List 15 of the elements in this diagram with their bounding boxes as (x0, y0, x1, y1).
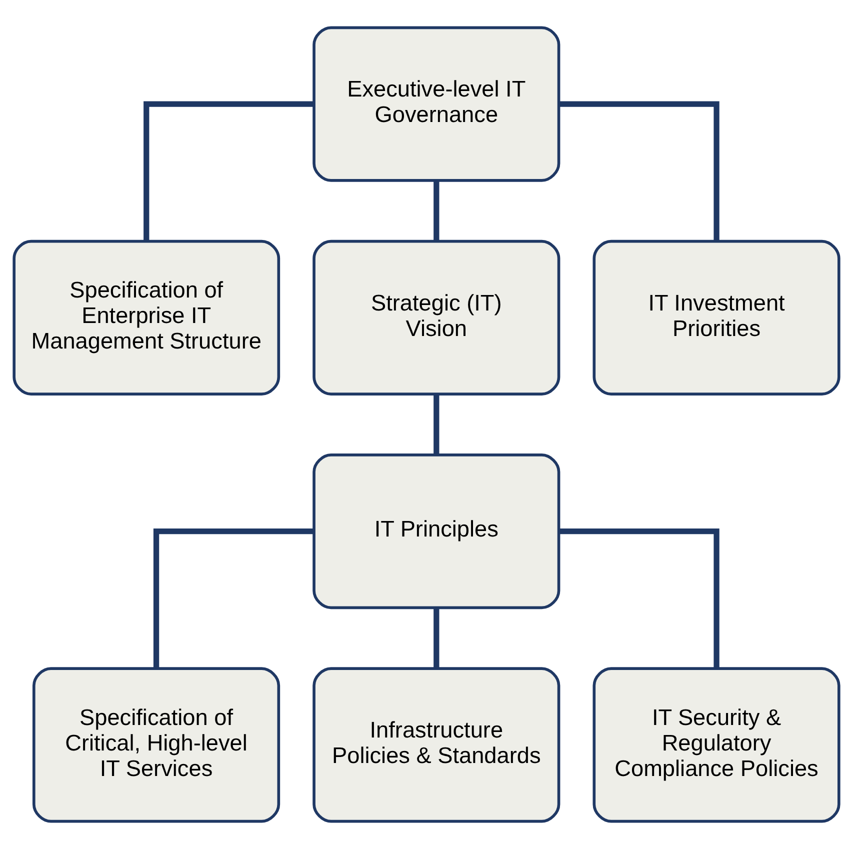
node-box: Strategic (IT) Vision (312, 239, 560, 395)
connector (153, 528, 314, 668)
connector (558, 528, 720, 668)
node-box: IT Principles (312, 453, 560, 609)
node-box: IT Security & Regulatory Compliance Policies (592, 666, 840, 822)
connector (434, 394, 440, 454)
connector (434, 180, 440, 240)
node-box: IT Investment Priorities (592, 239, 840, 395)
node-box: Executive-level IT Governance (312, 26, 560, 182)
node-box: Specification of Enterprise IT Management Structure (12, 239, 280, 395)
connector (558, 100, 720, 241)
node-box: Infrastructure Policies & Standards (312, 666, 560, 822)
node-box: Specification of Critical, High-level IT Services (32, 666, 280, 822)
connector (434, 607, 440, 668)
connector (144, 100, 314, 241)
